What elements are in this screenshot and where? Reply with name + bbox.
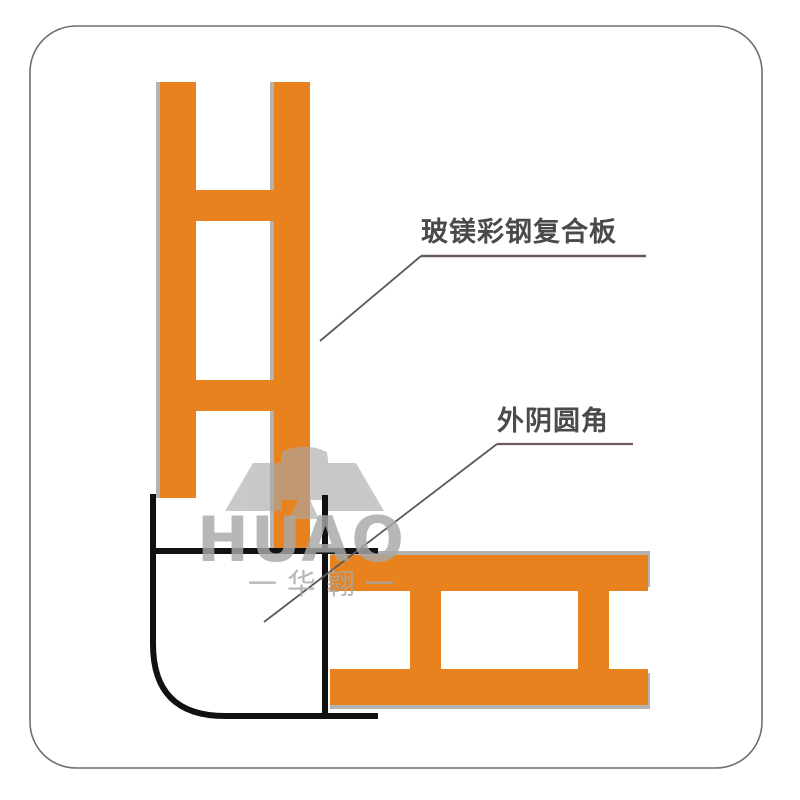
label-panel-text: 玻镁彩钢复合板 bbox=[421, 217, 617, 248]
vertical-panel-web bbox=[193, 190, 277, 221]
watermark-brand-cn-text: 一华翱一 bbox=[248, 567, 405, 601]
logo-left-wing bbox=[225, 463, 282, 511]
huao-figure-logo bbox=[225, 446, 384, 519]
horizontal-panel-web bbox=[578, 588, 609, 672]
rounded-external-corner-profile bbox=[150, 494, 378, 719]
vertical-panel-left-face bbox=[160, 82, 196, 498]
horizontal-panel-top-face bbox=[330, 555, 648, 591]
label-corner-text: 外阴圆角 bbox=[497, 406, 609, 437]
logo-body bbox=[289, 487, 319, 519]
watermark-brand-text: HUAO bbox=[197, 503, 407, 576]
horizontal-panel-bottom-face bbox=[330, 669, 648, 705]
horizontal-panel-web bbox=[410, 588, 441, 672]
horizontal-composite-panel bbox=[330, 551, 650, 709]
leader-line-corner bbox=[263, 443, 498, 623]
leader-line-panel bbox=[319, 255, 422, 342]
logo-head bbox=[290, 456, 318, 484]
vertical-panel-web bbox=[193, 380, 277, 411]
leader-lines bbox=[263, 254, 646, 623]
corner-outer-contour bbox=[150, 494, 378, 719]
rounded-border-frame bbox=[29, 25, 763, 769]
logo-right-wing bbox=[327, 463, 384, 511]
